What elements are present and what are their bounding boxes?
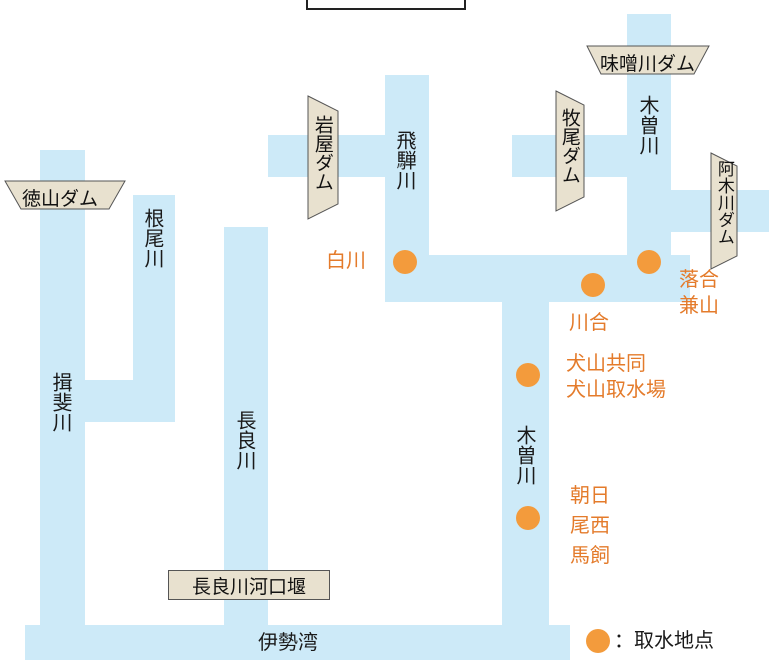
kiso-lower (502, 255, 549, 630)
agigawa-dam: 阿木川ダム (710, 152, 738, 270)
intake-dot-ochiai (637, 250, 661, 274)
tokuyama-dam-label: 徳山ダム (22, 188, 99, 210)
iwaya-dam-label: 岩屋ダム (311, 115, 334, 191)
hida-river-label: 飛騨川 (393, 130, 417, 190)
intake-label-ochiai: 落合 兼山 (679, 267, 719, 317)
ise-bay (25, 625, 570, 660)
intake-label-kawai: 川合 (569, 310, 609, 334)
misogawa-dam: 味噌川ダム (586, 45, 710, 75)
dam-shape-icon (307, 95, 339, 220)
intake-dot-shirakawa (393, 250, 417, 274)
iwaya-dam: 岩屋ダム (307, 95, 339, 220)
kiso-upper-label: 木曽川 (636, 95, 660, 155)
neo-river-label: 根尾川 (141, 208, 165, 268)
kiso-lower-label: 木曽川 (513, 425, 537, 485)
intake-dot-kawai (581, 273, 605, 297)
ibi-river-label: 揖斐川 (49, 372, 73, 432)
makio-dam: 牧尾ダム (555, 90, 585, 212)
intake-label-shirakawa: 白川 (326, 248, 366, 272)
intake-dot-inuyama (516, 363, 540, 387)
makio-dam-label: 牧尾ダム (558, 108, 581, 184)
dam-shape-icon (586, 45, 710, 75)
nagara-river-label: 長良川 (233, 410, 257, 470)
nagara-river (224, 227, 268, 627)
misogawa-dam-label: 味噌川ダム (600, 53, 696, 75)
ise-bay-label: 伊勢湾 (258, 630, 318, 654)
intake-dot-asahi (516, 506, 540, 530)
neo-river (133, 195, 175, 422)
dam-shape-icon (555, 90, 585, 212)
legend-label: ：取水地点 (614, 628, 714, 652)
legend-intake-icon (586, 629, 610, 653)
nagara-estuary-weir: 長良川河口堰 (168, 570, 330, 600)
dam-shape-icon (4, 180, 126, 210)
dam-shape-icon (710, 152, 738, 270)
intake-label-asahi: 朝日 尾西 馬飼 (570, 483, 610, 567)
title-frame (306, 0, 466, 10)
ibi-river (40, 150, 85, 630)
tokuyama-dam: 徳山ダム (4, 180, 126, 210)
intake-label-inuyama: 犬山共同 犬山取水場 (566, 351, 666, 401)
agigawa-dam-label: 阿木川ダム (713, 160, 734, 245)
